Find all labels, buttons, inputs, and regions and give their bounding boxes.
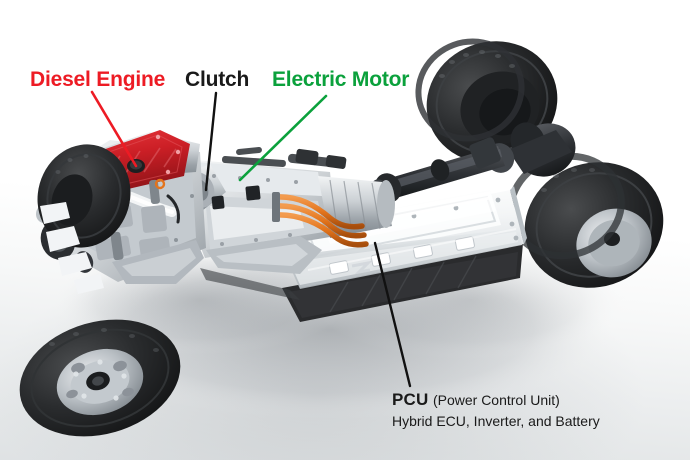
front-suspension — [40, 202, 104, 294]
cable-clamps — [272, 192, 280, 222]
leader-line-pcu — [373, 241, 412, 388]
pcu-expansion: (Power Control Unit) — [432, 392, 560, 408]
callout-label-electric-motor: Electric Motor — [272, 68, 410, 91]
rear-wheel-lower — [507, 152, 664, 288]
leader-line-electric-motor — [238, 94, 328, 182]
chassis-frame — [200, 268, 300, 300]
leader-line-diesel-engine — [90, 90, 138, 168]
callout-label-clutch: Clutch — [185, 68, 250, 91]
pcu-subtitle-line: Hybrid ECU, Inverter, and Battery — [392, 413, 600, 429]
pcu-acronym: PCU — [392, 390, 429, 409]
callout-label-pcu: PCU (Power Control Unit) Hybrid ECU, Inv… — [392, 390, 600, 431]
front-left-wheel — [19, 319, 181, 437]
callout-label-diesel-engine: Diesel Engine — [30, 68, 166, 91]
high-voltage-cables — [273, 194, 369, 248]
pcu-title-line: PCU (Power Control Unit) — [392, 390, 600, 410]
leader-line-clutch — [204, 91, 218, 192]
callout-leader-lines — [90, 90, 412, 388]
